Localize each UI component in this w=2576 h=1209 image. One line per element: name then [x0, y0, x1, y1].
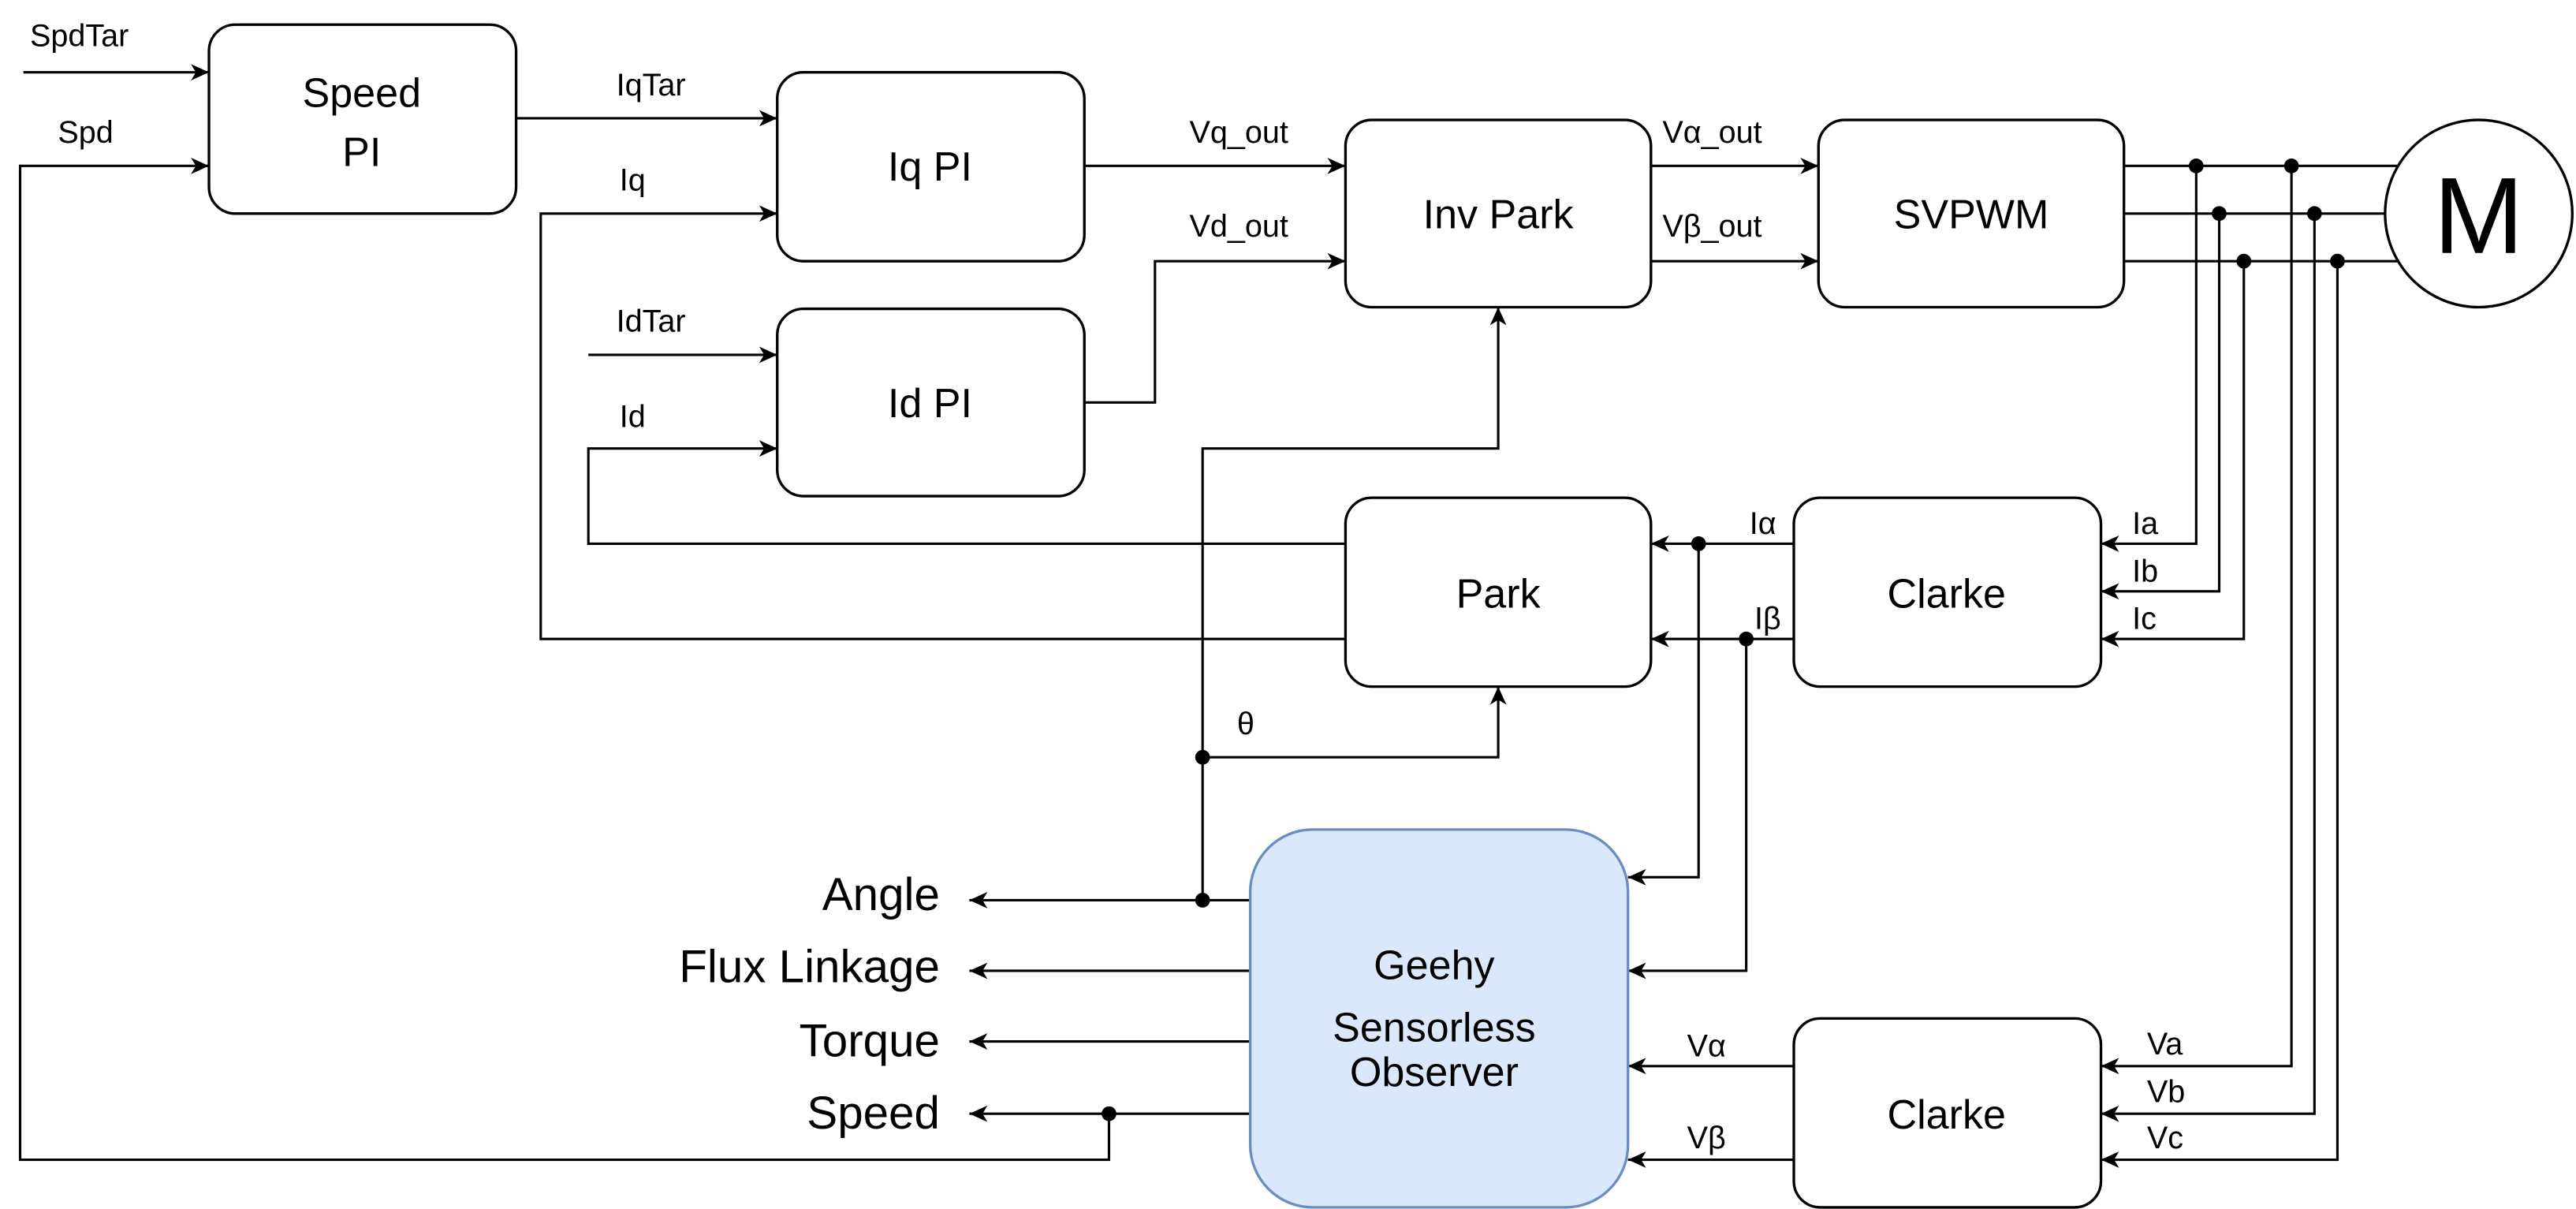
label-spdtar: SpdTar [30, 18, 129, 53]
junction-dots [1102, 158, 2345, 1121]
motor-label: M [2433, 156, 2524, 277]
label-vd-out: Vd_out [1190, 209, 1288, 244]
label-ic: Ic [2132, 602, 2157, 636]
park-block[interactable]: Park [1344, 496, 1653, 688]
label-valpha: Vα [1687, 1028, 1726, 1063]
label-iqtar: IqTar [617, 68, 686, 103]
label-vb: Vb [2147, 1075, 2185, 1110]
iq-pi-block[interactable]: Iq PI [776, 70, 1086, 263]
block-label: Clarke [1888, 1092, 2006, 1138]
label-ialpha: Iα [1750, 506, 1776, 541]
wires [18, 64, 2399, 1168]
label-vq-out: Vq_out [1190, 115, 1288, 150]
label-idtar: IdTar [617, 304, 686, 339]
block-label: Geehy [1374, 942, 1494, 988]
label-va: Va [2147, 1027, 2183, 1062]
block-label: PI [342, 129, 381, 175]
output-angle: Angle [822, 869, 940, 920]
block-label: Inv Park [1423, 192, 1575, 238]
label-id: Id [620, 400, 646, 435]
block-label: Speed [302, 70, 421, 116]
label-ia: Ia [2132, 506, 2158, 541]
label-vc: Vc [2147, 1121, 2183, 1155]
motor[interactable]: M [2384, 118, 2574, 309]
block-label: Clarke [1888, 572, 2006, 618]
id-pi-block[interactable]: Id PI [776, 307, 1086, 498]
block-label: Id PI [888, 381, 972, 427]
output-flux-linkage: Flux Linkage [679, 942, 940, 993]
label-iq: Iq [620, 163, 646, 198]
block-label: Observer [1350, 1050, 1519, 1095]
label-vbeta: Vβ [1687, 1121, 1726, 1155]
sensorless-observer-block[interactable]: Geehy Sensorless Observer [1248, 828, 1630, 1209]
clarke-current-block[interactable]: Clarke [1792, 496, 2103, 688]
output-speed: Speed [807, 1088, 940, 1139]
label-vbeta-out: Vβ_out [1662, 209, 1761, 244]
block-label: SVPWM [1894, 192, 2049, 238]
label-ibeta: Iβ [1754, 602, 1781, 636]
label-ib: Ib [2132, 554, 2158, 588]
signal-labels: SpdTar Spd IqTar Iq IdTar Id Vq_out Vd_o… [30, 18, 2185, 1155]
observer-outputs: Angle Flux Linkage Torque Speed [679, 869, 940, 1139]
speed-pi-block[interactable]: Speed PI [207, 23, 518, 215]
svpwm-block[interactable]: SVPWM [1817, 118, 2126, 309]
inv-park-block[interactable]: Inv Park [1344, 118, 1653, 309]
output-torque: Torque [800, 1015, 940, 1066]
label-valpha-out: Vα_out [1662, 115, 1761, 150]
label-theta: θ [1237, 707, 1254, 741]
block-label: Iq PI [888, 144, 972, 190]
block-label: Sensorless [1333, 1006, 1536, 1051]
block-label: Park [1456, 572, 1541, 618]
label-spd: Spd [58, 115, 113, 150]
clarke-voltage-block[interactable]: Clarke [1792, 1017, 2103, 1209]
